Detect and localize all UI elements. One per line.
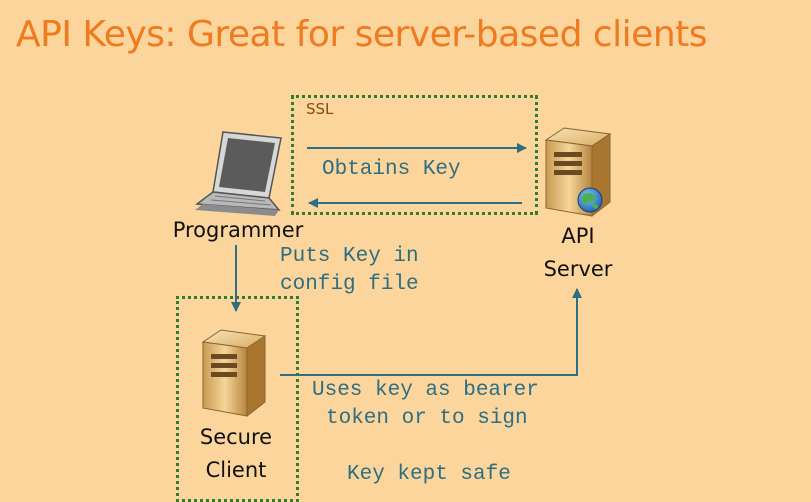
uses-key-label-line2: token or to sign (326, 407, 528, 430)
key-kept-safe-label: Key kept safe (347, 463, 511, 486)
arrow-client-to-api (280, 288, 582, 376)
slide-title: API Keys: Great for server-based clients (16, 14, 708, 55)
laptop-icon (194, 131, 282, 216)
obtains-key-label: Obtains Key (322, 158, 461, 181)
secure-client-label-line2: Client (205, 458, 267, 482)
puts-key-label-line1: Puts Key in (280, 245, 419, 268)
diagram-graphics (194, 127, 612, 418)
api-server-label-line2: Server (543, 257, 613, 281)
api-server-label-line1: API (561, 224, 595, 248)
puts-key-label-line2: config file (280, 273, 419, 296)
server-icon (201, 329, 267, 418)
programmer-label: Programmer (172, 218, 304, 242)
ssl-dotted-box (291, 95, 538, 215)
secure-client-label-line1: Secure (199, 425, 273, 449)
globe-icon (577, 187, 603, 213)
ssl-label: SSL (306, 100, 334, 118)
uses-key-label-line1: Uses key as bearer (312, 379, 539, 402)
